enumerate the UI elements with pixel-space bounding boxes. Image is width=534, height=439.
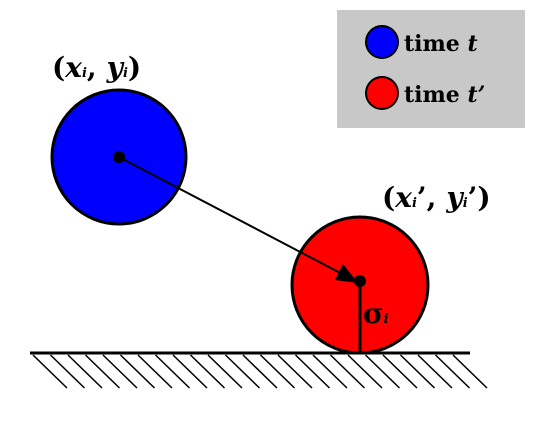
start-comma: ,	[87, 51, 97, 84]
hatch-mark	[277, 354, 313, 389]
end-x-symbol: x	[394, 181, 412, 214]
start-open-paren: (	[52, 51, 65, 84]
end-position-label: (xi’,yi’)	[382, 181, 491, 214]
hatch-mark	[67, 354, 103, 389]
hatch-mark	[399, 354, 436, 389]
legend-text-time-t-prime: time	[404, 82, 467, 108]
end-x-subscript: i	[412, 196, 417, 211]
legend-text-time-t: time	[404, 31, 467, 57]
start-position-label: (xi,yi)	[52, 51, 141, 84]
radius-sigma-symbol: σ	[363, 297, 384, 330]
ground-hatching	[32, 354, 488, 389]
hatch-mark	[382, 354, 418, 389]
start-x-subscript: i	[82, 66, 87, 81]
legend: time t time t’	[337, 10, 525, 128]
start-y-symbol: y	[106, 51, 125, 84]
legend-label-time-t-prime: time t’	[404, 82, 485, 108]
end-close-paren: )	[477, 181, 490, 214]
hatch-mark	[364, 354, 401, 389]
end-open-paren: (	[382, 181, 395, 214]
legend-box	[337, 10, 525, 128]
hatch-mark	[84, 354, 121, 389]
radius-subscript: i	[384, 312, 389, 327]
displacement-line	[118, 156, 347, 277]
end-x-prime: ’	[417, 181, 427, 214]
hatch-mark	[137, 354, 173, 389]
hatch-mark	[242, 354, 278, 389]
legend-label-time-t: time t	[404, 31, 478, 57]
hatch-mark	[32, 354, 68, 389]
end-comma: ,	[427, 181, 437, 214]
start-y-subscript: i	[123, 66, 128, 81]
end-y-symbol: y	[445, 181, 464, 214]
legend-marker-time-t	[365, 25, 399, 59]
hatch-mark	[154, 354, 191, 389]
start-close-paren: )	[128, 51, 141, 84]
hatch-mark	[224, 354, 261, 389]
end-y-prime: ’	[468, 181, 478, 214]
hatch-mark	[49, 354, 86, 389]
hatch-mark	[434, 354, 471, 389]
radius-label: σi	[363, 297, 389, 330]
end-y-subscript: i	[463, 196, 468, 211]
legend-var-t: t	[467, 31, 477, 57]
hatch-mark	[312, 354, 348, 389]
hatch-mark	[172, 354, 208, 389]
hatch-mark	[259, 354, 296, 389]
hatch-mark	[347, 354, 383, 389]
hatch-mark	[452, 354, 488, 389]
hatch-mark	[119, 354, 156, 389]
hatch-mark	[294, 354, 331, 389]
displacement-arrowhead	[335, 264, 358, 283]
legend-var-t-prime: t’	[467, 82, 485, 108]
hatch-mark	[207, 354, 243, 389]
hatch-mark	[417, 354, 453, 389]
start-x-symbol: x	[64, 51, 82, 84]
hatch-mark	[329, 354, 366, 389]
legend-marker-time-t-prime	[365, 76, 399, 110]
hatch-mark	[102, 354, 138, 389]
hatch-mark	[189, 354, 226, 389]
center-point-time-t	[113, 151, 125, 163]
